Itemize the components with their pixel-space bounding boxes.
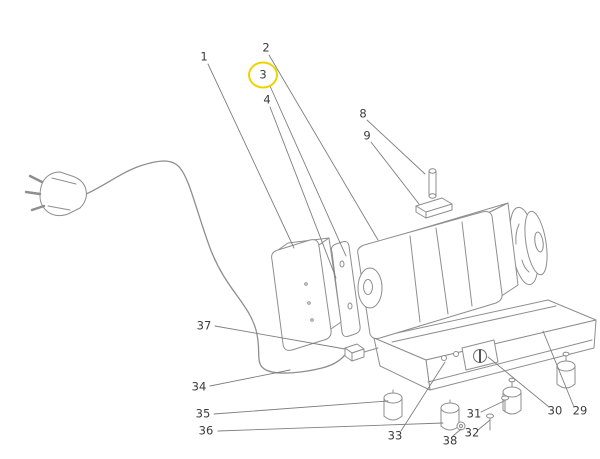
mounting-bolt [501,395,509,413]
leader-line-29 [542,330,575,408]
leader-line-31 [480,400,505,413]
leader-line-1 [207,63,295,249]
top-bracket [415,197,453,219]
callout-29: 29 [572,403,588,418]
callout-highlight [248,61,278,89]
top-bolt [428,168,437,199]
callout-35: 35 [195,406,211,421]
grinding-wheel [271,237,342,351]
leader-line-35 [213,400,389,415]
callout-8: 8 [359,106,367,121]
rubber-foot [383,389,403,421]
motor-body [357,202,519,339]
flange-plate [331,241,361,337]
callout-3: 3 [259,67,267,82]
leader-line-33 [400,361,446,432]
leader-line-3 [269,85,347,257]
spindle-boss [357,267,383,309]
leader-line-37 [214,325,346,350]
leader-line-36 [217,422,444,432]
callout-37: 37 [196,318,212,333]
rubber-foot [440,399,460,431]
rubber-feet [383,351,576,431]
callout-32: 32 [464,425,480,440]
base-screw-hole [453,351,459,357]
callout-30: 30 [547,403,563,418]
leader-line-38 [452,428,462,437]
callout-33: 33 [387,428,403,443]
power-cable [85,160,348,374]
rubber-foot [556,351,576,389]
leader-line-30 [487,356,550,408]
callout-9: 9 [363,128,371,143]
leader-line-34 [209,369,291,387]
base-screw-hole [441,355,447,361]
callout-38: 38 [442,433,458,448]
washer [456,421,466,431]
mounting-hardware [456,395,509,431]
leader-line-2 [268,54,379,241]
switch-panel [461,339,499,371]
callout-1: 1 [200,49,208,64]
callout-31: 31 [466,406,482,421]
callout-34: 34 [191,379,207,394]
right-wheel [509,206,548,286]
strain-relief-box [344,343,365,362]
leader-line-4 [269,106,337,279]
power-plug [24,171,87,217]
callout-4: 4 [263,92,271,107]
leader-line-32 [477,419,491,431]
callout-2: 2 [262,40,270,55]
leader-line-9 [370,141,420,205]
callout-36: 36 [198,423,214,438]
machine-base [363,299,597,391]
leader-line-8 [366,119,426,175]
leader-lines [207,54,575,437]
